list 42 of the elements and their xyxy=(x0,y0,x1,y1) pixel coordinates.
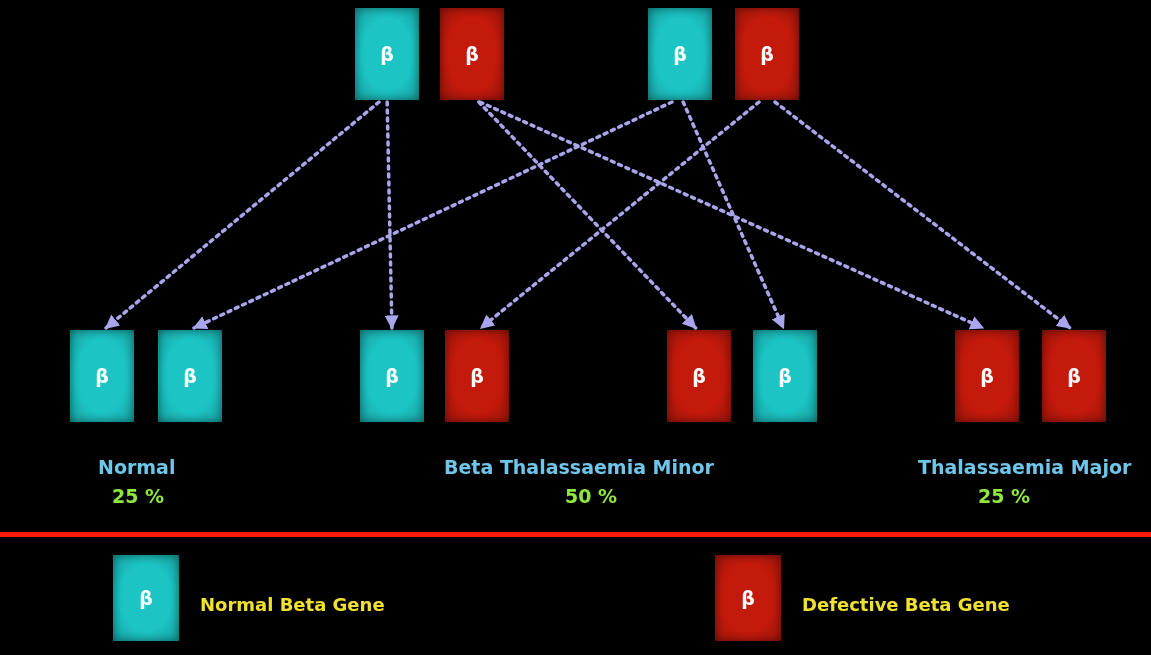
gene-box xyxy=(158,330,222,422)
gene-box xyxy=(667,330,731,422)
gene-symbol: β xyxy=(183,365,197,387)
gene-symbol: β xyxy=(139,587,153,609)
gene-box xyxy=(360,330,424,422)
dotted-arrow xyxy=(773,100,1072,330)
gene-symbol: β xyxy=(778,365,792,387)
gene-box xyxy=(753,330,817,422)
dotted-arrow xyxy=(478,100,985,330)
gene-symbol: β xyxy=(692,365,706,387)
gene-symbol: β xyxy=(385,365,399,387)
gene-box xyxy=(1042,330,1106,422)
gene-box xyxy=(70,330,134,422)
gene-box xyxy=(955,330,1019,422)
dotted-arrow xyxy=(192,100,674,330)
percentage-label: 50 % xyxy=(565,485,618,507)
gene-box xyxy=(355,8,419,100)
gene-symbol: β xyxy=(673,43,687,65)
gene-symbol: β xyxy=(380,43,394,65)
legend-label: Defective Beta Gene xyxy=(802,594,1010,615)
dotted-arrow xyxy=(384,100,399,330)
gene-box xyxy=(440,8,504,100)
gene-symbol: β xyxy=(465,43,479,65)
percentage-label: 25 % xyxy=(112,485,165,507)
gene-box xyxy=(735,8,799,100)
gene-symbol: β xyxy=(470,365,484,387)
dotted-arrow xyxy=(479,100,761,330)
gene-symbol: β xyxy=(1067,365,1081,387)
gene-symbol: β xyxy=(980,365,994,387)
percentage-label: 25 % xyxy=(978,485,1031,507)
outcome-label: Beta Thalassaemia Minor xyxy=(444,456,714,478)
dotted-arrow xyxy=(681,100,786,330)
gene-box xyxy=(648,8,712,100)
gene-symbol: β xyxy=(741,587,755,609)
gene-symbol: β xyxy=(760,43,774,65)
gene-box xyxy=(445,330,509,422)
legend-label: Normal Beta Gene xyxy=(200,594,385,615)
gene-symbol: β xyxy=(95,365,109,387)
dotted-arrow xyxy=(477,100,698,330)
outcome-label: Normal xyxy=(98,456,176,478)
outcome-label: Thalassaemia Major xyxy=(918,456,1132,478)
dotted-arrow xyxy=(104,100,381,330)
